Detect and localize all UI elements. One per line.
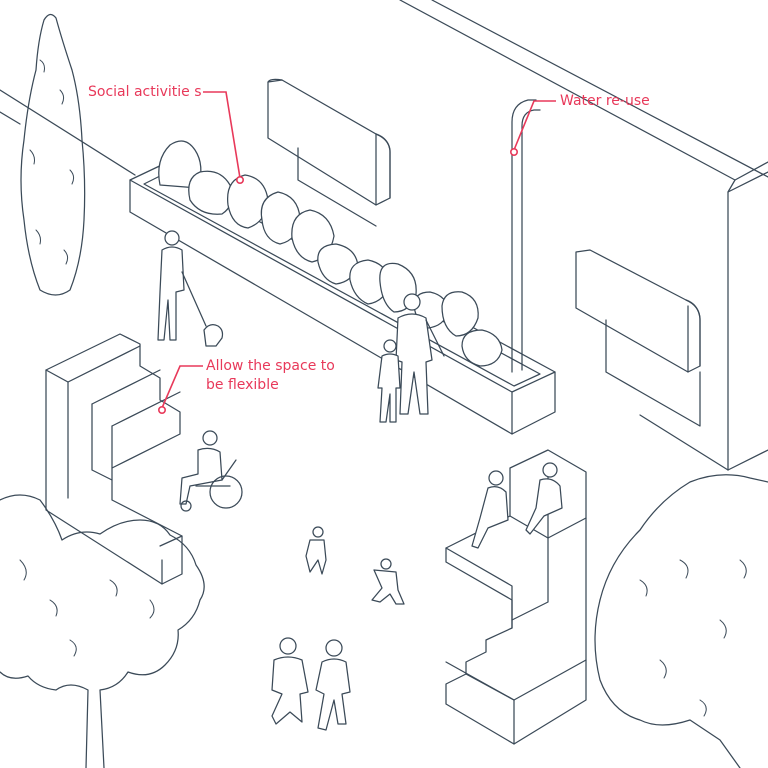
person-with-dog	[157, 230, 224, 347]
annotation-flexible-leader	[158, 365, 203, 414]
sitting-people	[471, 462, 563, 549]
tree-bottom-right	[594, 474, 768, 768]
window-awning-left	[267, 78, 391, 227]
walking-couple	[271, 637, 351, 731]
label-water-reuse: Water re-use	[560, 93, 650, 109]
label-social-activities: Social activitie s	[88, 84, 202, 100]
shrubs	[158, 140, 503, 367]
running-children	[305, 526, 405, 605]
adult-with-child	[377, 293, 445, 423]
cypress-tree	[20, 13, 86, 296]
label-flexible-line2: be flexible	[206, 377, 279, 393]
water-pipe	[511, 99, 541, 373]
stair-bench-right	[445, 449, 587, 745]
label-flexible-line1: Allow the space to	[206, 358, 335, 374]
street-edge	[0, 89, 136, 176]
annotation-water-leader	[509, 100, 556, 157]
building-right	[399, 0, 768, 471]
annotation-social-leader	[203, 91, 245, 185]
tree-bottom-left	[0, 494, 205, 768]
window-awning-right	[575, 249, 701, 427]
stair-bench-left	[45, 333, 183, 585]
person-wheelchair	[179, 430, 243, 512]
